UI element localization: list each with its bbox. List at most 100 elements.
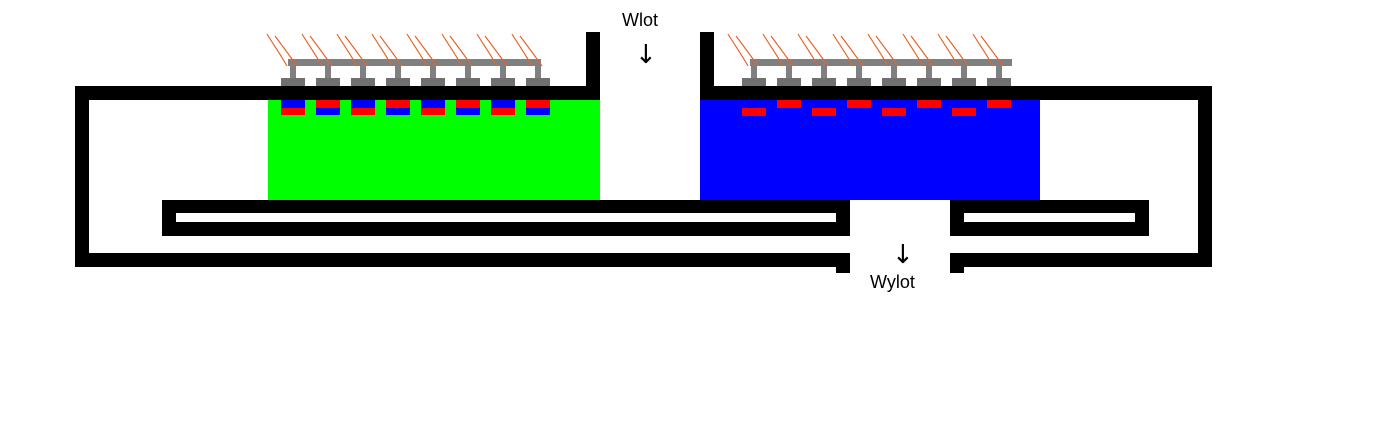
electrode-cap bbox=[351, 78, 375, 86]
right-electrode-array bbox=[727, 33, 1011, 116]
electrode-red bbox=[847, 100, 871, 108]
wire-0-a bbox=[266, 33, 288, 67]
electrode-red bbox=[742, 108, 766, 116]
inlet-label: Wlot bbox=[622, 10, 658, 30]
wire-4-b bbox=[414, 35, 438, 67]
electrode-cap bbox=[526, 78, 550, 86]
wire-0-b bbox=[274, 35, 298, 67]
wire-7-a bbox=[511, 33, 533, 67]
electrode-top bbox=[526, 100, 550, 108]
electrode-bottom bbox=[351, 108, 375, 115]
connector-post bbox=[430, 66, 436, 78]
connector-post bbox=[961, 66, 967, 78]
housing-bottom-wall-right bbox=[950, 253, 1212, 267]
electrode-cap bbox=[987, 78, 1011, 86]
wire-6-a bbox=[476, 33, 498, 67]
connector-post bbox=[395, 66, 401, 78]
wire-4-a bbox=[867, 33, 889, 67]
electrode-top bbox=[491, 100, 515, 108]
electrode-cap bbox=[386, 78, 410, 86]
down-arrow-icon: ↓ bbox=[892, 240, 914, 270]
electrode-top bbox=[386, 100, 410, 108]
wire-3-a bbox=[371, 33, 393, 67]
electrode-red bbox=[917, 100, 941, 108]
housing-right-wall bbox=[1198, 86, 1212, 267]
wire-0-b bbox=[735, 35, 759, 67]
connector-post bbox=[891, 66, 897, 78]
connector-post bbox=[535, 66, 541, 78]
electrode-cap bbox=[742, 78, 766, 86]
wire-6-b bbox=[945, 35, 969, 67]
wire-2-b bbox=[805, 35, 829, 67]
housing-left-wall bbox=[75, 86, 89, 267]
down-arrow-icon: ↓ bbox=[635, 40, 657, 70]
electrode-bottom bbox=[491, 108, 515, 115]
wire-7-b bbox=[519, 35, 543, 67]
wire-2-a bbox=[336, 33, 358, 67]
wire-3-a bbox=[832, 33, 854, 67]
wire-0-a bbox=[727, 33, 749, 67]
inlet-duct-wall-left bbox=[586, 32, 600, 100]
connector-post bbox=[786, 66, 792, 78]
wire-7-a bbox=[972, 33, 994, 67]
wire-3-b bbox=[840, 35, 864, 67]
electrode-top bbox=[456, 100, 480, 108]
wire-2-a bbox=[797, 33, 819, 67]
inlet-duct-wall-right bbox=[700, 32, 714, 100]
connector-post bbox=[290, 66, 296, 78]
right-chamber bbox=[700, 100, 1040, 200]
outlet-label: Wylot bbox=[870, 272, 915, 292]
outlet-stub-left bbox=[836, 253, 850, 273]
electrode-cap bbox=[917, 78, 941, 86]
electrode-red bbox=[777, 100, 801, 108]
electrode-cap bbox=[421, 78, 445, 86]
wire-6-b bbox=[484, 35, 508, 67]
wire-7-b bbox=[980, 35, 1004, 67]
wire-5-a bbox=[902, 33, 924, 67]
wire-1-b bbox=[309, 35, 333, 67]
electrode-bottom bbox=[386, 108, 410, 115]
electrode-bottom bbox=[456, 108, 480, 115]
connector-post bbox=[856, 66, 862, 78]
connector-post bbox=[821, 66, 827, 78]
housing-top-wall-right bbox=[700, 86, 1212, 100]
electrode-cap bbox=[491, 78, 515, 86]
connector-post bbox=[926, 66, 932, 78]
electrode-cap bbox=[847, 78, 871, 86]
electrode-bottom bbox=[281, 108, 305, 115]
wire-4-a bbox=[406, 33, 428, 67]
wire-1-b bbox=[770, 35, 794, 67]
left-busbar bbox=[288, 59, 541, 66]
housing-bottom-wall-left bbox=[75, 253, 850, 267]
wire-2-b bbox=[344, 35, 368, 67]
wire-5-a bbox=[441, 33, 463, 67]
electrode-top bbox=[316, 100, 340, 108]
electrode-red bbox=[882, 108, 906, 116]
inner-channel-right bbox=[950, 200, 1149, 236]
electrode-cap bbox=[316, 78, 340, 86]
connector-post bbox=[996, 66, 1002, 78]
electrode-top bbox=[421, 100, 445, 108]
electrode-bottom bbox=[526, 108, 550, 115]
housing bbox=[75, 32, 1212, 273]
electrode-cap bbox=[952, 78, 976, 86]
left-electrode-array bbox=[266, 33, 550, 115]
connector-post bbox=[500, 66, 506, 78]
wire-4-b bbox=[875, 35, 899, 67]
inner-channel-left bbox=[162, 200, 850, 236]
wire-5-b bbox=[449, 35, 473, 67]
connector-post bbox=[360, 66, 366, 78]
electrode-cap bbox=[281, 78, 305, 86]
wire-1-a bbox=[762, 33, 784, 67]
electrode-red bbox=[987, 100, 1011, 108]
electrode-cap bbox=[812, 78, 836, 86]
electrode-top bbox=[351, 100, 375, 108]
electrode-cap bbox=[882, 78, 906, 86]
electrode-cap bbox=[777, 78, 801, 86]
electrode-top bbox=[281, 100, 305, 108]
housing-top-wall-left bbox=[75, 86, 600, 100]
electrode-red bbox=[952, 108, 976, 116]
wire-1-a bbox=[301, 33, 323, 67]
connector-post bbox=[751, 66, 757, 78]
